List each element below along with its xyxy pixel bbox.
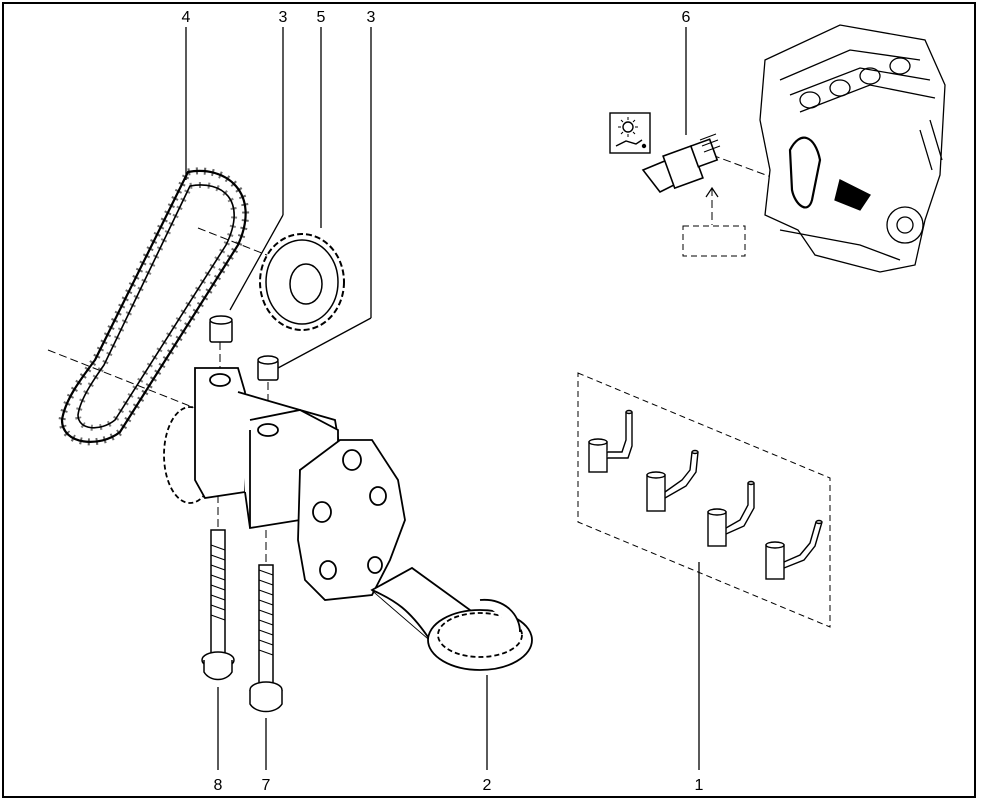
engine-overview [759,24,946,273]
callout-4: 4 [182,9,191,26]
callout-5: 5 [317,9,326,26]
callout-numbers: 4 3 5 3 6 8 7 2 1 [182,9,704,794]
oil-pressure-switch [641,133,721,194]
alignment-axes [47,154,861,562]
sprocket [259,233,345,331]
callout-2: 2 [483,777,492,794]
callout-3-left: 3 [279,9,288,26]
callout-8: 8 [214,777,223,794]
dowel-left [209,315,233,343]
pipe-kit-frame [577,372,831,628]
callout-7: 7 [262,777,271,794]
leader-lines [185,27,700,770]
pipe-kit [577,372,831,628]
dowel-right [257,355,279,381]
pipe-fitting-1 [588,409,633,473]
callout-3-right: 3 [367,9,376,26]
callout-1: 1 [695,777,704,794]
diagram-border [2,2,976,798]
pipe-fitting-4 [765,519,823,580]
bolt-7 [249,564,283,713]
oil-pressure-warning-icon [609,112,651,154]
callout-6: 6 [682,9,691,26]
sensor-label-placeholder [682,225,746,257]
pipe-fitting-2 [646,449,699,512]
bolt-8 [201,529,235,681]
timing-chain [58,167,250,446]
sensor-locator-arrow [705,186,719,198]
pipe-fitting-3 [707,480,755,547]
oil-pump-assembly [163,367,533,671]
